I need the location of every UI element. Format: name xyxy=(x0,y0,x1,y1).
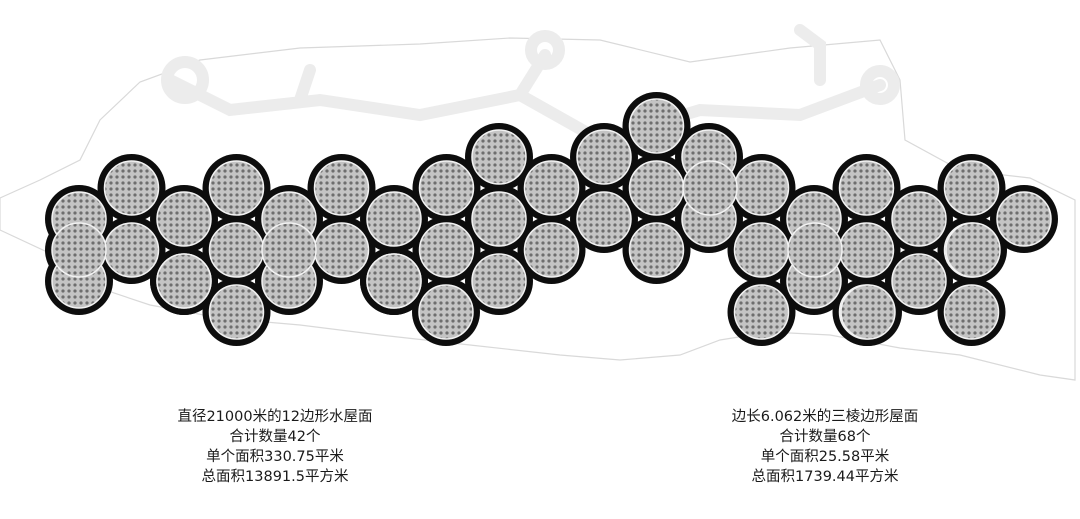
dodecagon-roof-51 xyxy=(945,222,1001,278)
caption-left-title: 直径21000米的12边形水屋面 xyxy=(177,409,373,425)
dodecagon-roof-22 xyxy=(576,129,632,185)
dodecagon-roof-46 xyxy=(366,253,422,309)
caption-right-unit-area: 单个面积25.58平米 xyxy=(760,449,890,465)
dodecagon-roof-29 xyxy=(733,160,790,216)
dodecagon-roof-42 xyxy=(996,191,1052,247)
caption-triangular-roofs: 边长6.062米的三棱边形屋面 合计数量68个 单个面积25.58平米 总面积1… xyxy=(655,407,995,487)
dodecagon-roof-26 xyxy=(628,222,685,278)
dodecagon-roof-44 xyxy=(156,253,212,309)
dodecagon-roof-24 xyxy=(628,98,685,154)
dodecagon-roof-34 xyxy=(838,160,895,216)
dodecagon-roof-13 xyxy=(366,191,422,247)
caption-right-count: 合计数量68个 xyxy=(779,429,871,445)
dodecagon-roof-49 xyxy=(787,222,843,278)
dodecagon-roof-2 xyxy=(103,160,160,216)
roof-plan-diagram xyxy=(0,24,1076,381)
dodecagon-roof-18 xyxy=(471,191,527,247)
caption-left-unit-area: 单个面积330.75平米 xyxy=(206,449,344,465)
dodecagon-roof-16 xyxy=(418,222,475,278)
dodecagon-roof-21 xyxy=(523,222,580,278)
dodecagon-roof-39 xyxy=(943,160,1000,216)
dodecagon-roof-17 xyxy=(471,129,527,185)
dodecagon-roof-47 xyxy=(418,284,474,340)
dodecagon-roof-19 xyxy=(471,253,527,309)
dodecagon-roof-35 xyxy=(838,222,895,278)
faint-background-structure xyxy=(161,24,900,170)
dodecagon-roof-23 xyxy=(576,191,632,247)
dodecagon-roof-45 xyxy=(261,222,317,278)
caption-right-title: 边长6.062米的三棱边形屋面 xyxy=(731,409,919,425)
dodecagon-roof-6 xyxy=(208,160,265,216)
dodecagon-roof-12 xyxy=(313,222,370,278)
dodecagon-roofs xyxy=(51,98,1052,340)
dodecagon-roof-37 xyxy=(891,191,947,247)
caption-left-count: 合计数量42个 xyxy=(229,429,321,445)
dodecagon-roof-25 xyxy=(628,160,685,216)
dodecagon-roof-15 xyxy=(418,160,475,216)
caption-right-total-area: 总面积1739.44平方米 xyxy=(751,469,899,485)
dodecagon-roof-20 xyxy=(523,160,580,216)
dodecagon-roof-50 xyxy=(840,284,896,340)
dodecagon-roof-7 xyxy=(208,222,265,278)
dodecagon-roof-8 xyxy=(208,284,265,340)
dodecagon-roof-38 xyxy=(891,253,947,309)
caption-dodecagon-roofs: 直径21000米的12边形水屋面 合计数量42个 单个面积330.75平米 总面… xyxy=(105,407,445,487)
caption-left-total-area: 总面积13891.5平方米 xyxy=(201,469,349,485)
dodecagon-roof-3 xyxy=(103,222,160,278)
site-outline xyxy=(0,37,1076,381)
dodecagon-roof-43 xyxy=(51,222,107,278)
dodecagon-roof-4 xyxy=(156,191,212,247)
dodecagon-roof-48 xyxy=(682,160,738,216)
dodecagon-roof-31 xyxy=(733,284,790,340)
dodecagon-roof-30 xyxy=(733,222,790,278)
dodecagon-roof-41 xyxy=(943,284,1000,340)
dodecagon-roof-11 xyxy=(313,160,370,216)
